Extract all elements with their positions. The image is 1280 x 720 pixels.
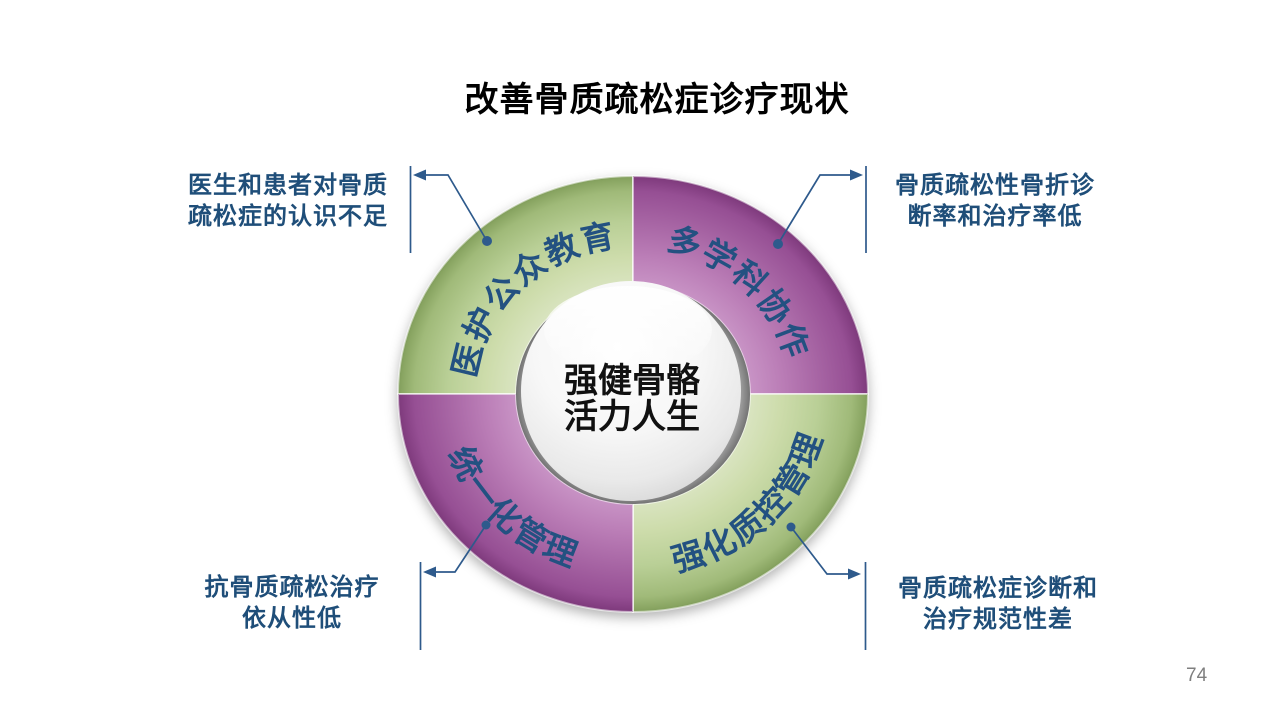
page-title: 改善骨质疏松症诊疗现状 [464,81,850,119]
leader-line-bottom-left [419,520,491,650]
center-text-line2: 活力人生 [564,398,700,436]
center-sphere: 强健骨骼 活力人生 [516,281,750,504]
arrow-left-icon [413,169,426,181]
arrow-left-icon [423,566,436,578]
leader-path [434,524,487,573]
callout-top-right: 骨质疏松性骨折诊 断率和治疗率低 [845,170,1145,232]
callout-top-left: 医生和患者对骨质 疏松症的认识不足 [138,170,438,232]
leader-line-top-left [409,166,492,253]
callout-line: 断率和治疗率低 [907,203,1083,230]
callout-bottom-left: 抗骨质疏松治疗 依从性低 [142,572,442,634]
callout-bottom-right: 骨质疏松症诊断和 治疗规范性差 [848,573,1148,635]
arrow-right-icon [850,169,863,181]
page-number: 74 [1186,665,1208,686]
leader-line-bottom-right [786,522,867,650]
donut-ring [396,174,870,614]
leader-path [777,174,850,245]
callout-line: 治疗规范性差 [923,606,1073,633]
callout-line: 疏松症的认识不足 [188,203,388,230]
callout-line: 医生和患者对骨质 [188,172,388,199]
center-text-line1: 强健骨骼 [564,361,700,400]
leader-path [416,174,488,242]
leader-line-top-right [773,166,867,253]
callout-line: 抗骨质疏松治疗 [204,574,380,601]
callout-line: 骨质疏松症诊断和 [898,575,1098,602]
sphere-gloss-highlight [544,286,712,374]
callout-line: 骨质疏松性骨折诊 [895,172,1095,199]
leader-path [790,526,848,575]
arrow-right-icon [848,568,861,580]
callout-line: 依从性低 [242,605,342,632]
